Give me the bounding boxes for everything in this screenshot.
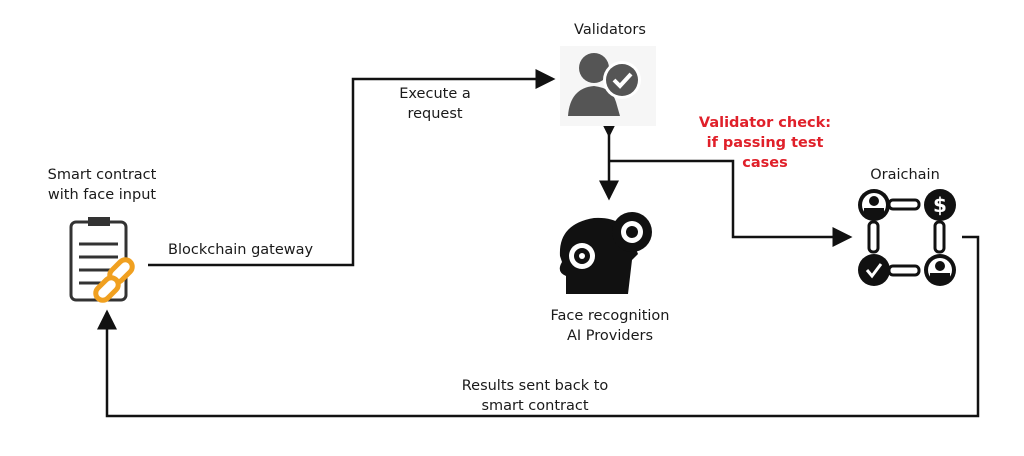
edge-check-to-oraichain: [609, 159, 853, 247]
blockchain-network-icon: $: [858, 189, 956, 286]
ai-line2: AI Providers: [566, 328, 654, 344]
contract-chain-icon: [69, 217, 135, 303]
check-line2: if passing test: [706, 135, 824, 151]
validators-label: Validators: [574, 22, 646, 38]
ai-line1: Face recognition: [550, 308, 670, 324]
execute-label: Execute a request: [380, 84, 490, 124]
edge-gateway-to-validators: [148, 69, 556, 267]
execute-line2: request: [407, 106, 463, 122]
execute-line1: Execute a: [399, 86, 471, 102]
ai-providers-label: Face recognition AI Providers: [530, 306, 690, 346]
smart-contract-label: Smart contract with face input: [32, 165, 172, 205]
check-line3: cases: [742, 155, 788, 171]
svg-text:$: $: [933, 193, 947, 217]
head-gears-icon: [559, 212, 652, 294]
user-check-icon: [560, 46, 656, 126]
results-line1: Results sent back to: [461, 378, 609, 394]
gateway-label: Blockchain gateway: [168, 242, 314, 258]
validator-check-label: Validator check: if passing test cases: [690, 113, 840, 173]
oraichain-label: Oraichain: [870, 167, 940, 183]
results-label: Results sent back to smart contract: [440, 376, 630, 416]
check-line1: Validator check:: [698, 115, 832, 131]
results-line2: smart contract: [481, 398, 589, 414]
smart-contract-line2: with face input: [47, 187, 157, 203]
edge-results-back: [97, 235, 980, 418]
smart-contract-line1: Smart contract: [47, 167, 157, 183]
